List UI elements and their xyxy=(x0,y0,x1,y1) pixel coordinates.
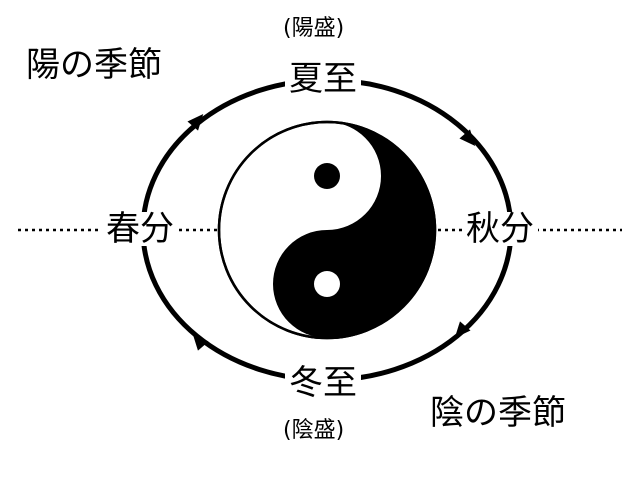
spring-equinox-label: 春分 xyxy=(102,212,178,246)
cycle-arrow-icon xyxy=(192,333,209,351)
yang-season-label: 陽の季節 xyxy=(26,45,162,85)
yin-season-label: 陰の季節 xyxy=(430,393,566,433)
cycle-arrow-icon xyxy=(454,321,471,339)
yin-yang-symbol-icon xyxy=(217,120,437,340)
summer-note-label: (陽盛) xyxy=(283,16,345,41)
winter-solstice-label: 冬至 xyxy=(285,366,361,400)
cycle-arrow-icon xyxy=(187,113,204,131)
autumn-equinox-label: 秋分 xyxy=(462,212,538,246)
winter-note-label: (陰盛) xyxy=(283,418,345,443)
summer-solstice-label: 夏至 xyxy=(285,62,361,96)
cycle-arrow-icon xyxy=(459,129,476,147)
